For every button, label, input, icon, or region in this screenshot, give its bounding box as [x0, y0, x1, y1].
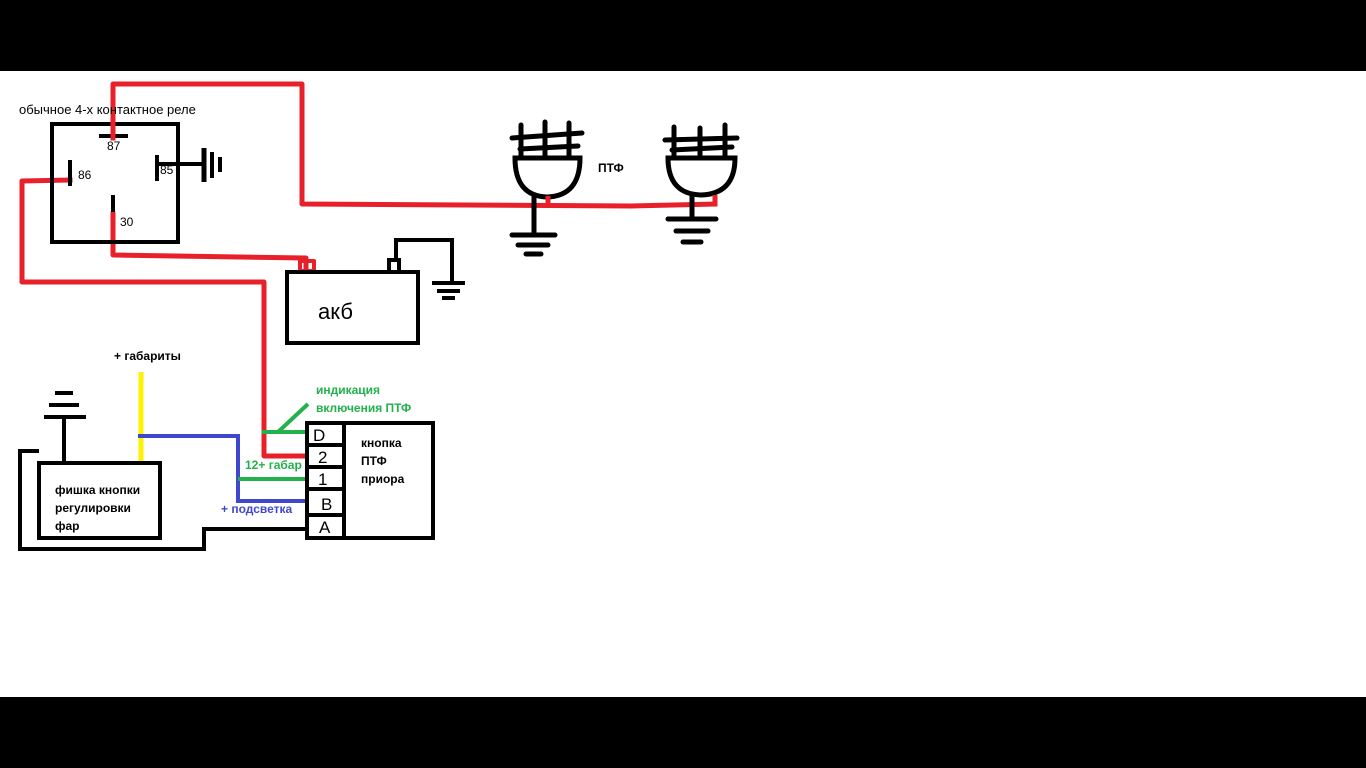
- battery-body: [285, 270, 420, 345]
- fog-button-label-line3: приора: [361, 472, 405, 486]
- backlight-wire: [138, 434, 306, 503]
- power-wires: [19, 81, 718, 459]
- battery: [285, 238, 465, 345]
- fog-button: [305, 421, 435, 540]
- side-12-label: 12+ габар: [245, 458, 302, 472]
- fog-button-label-line2: ПТФ: [361, 454, 387, 468]
- fog-lamp-right-bulb: [665, 155, 738, 198]
- pin-85-label: 85: [160, 163, 174, 177]
- headlight-connector: [18, 391, 306, 551]
- relay-title: обычное 4-х контактное реле: [19, 102, 196, 117]
- backlight-label: + подсветка: [221, 502, 293, 516]
- fog-lights-label: ПТФ: [598, 161, 624, 175]
- pin-2-label: 2: [318, 448, 327, 467]
- pin-30-label: 30: [120, 215, 134, 229]
- connector-label-line2: регулировки: [55, 501, 131, 515]
- battery-label: акб: [318, 299, 353, 324]
- fog-lamp-right-filament-cross-1: [662, 135, 740, 143]
- fog-lamp-left-filament-cross-1: [509, 130, 585, 141]
- canvas: [0, 71, 1366, 697]
- indication-wires: [238, 402, 310, 481]
- fog-lamp-right-filament-cross-2: [669, 144, 735, 153]
- wire-87-to-fog: [110, 81, 718, 209]
- indication-label-line1: индикация: [316, 383, 380, 397]
- fog-lamp-left-filament-cross-2: [517, 143, 581, 152]
- pin-86-label: 86: [78, 168, 92, 182]
- pin-b-label: B: [321, 495, 332, 514]
- connector-to-pin-a-wire: [18, 449, 306, 551]
- fog-lamp-left: [509, 119, 585, 257]
- connector-label-line3: фар: [55, 519, 80, 533]
- side-lights-label: + габариты: [114, 349, 181, 363]
- wire-86-to-button: [19, 177, 309, 459]
- pin-1-label: 1: [318, 470, 327, 489]
- battery-ground-wire: [394, 238, 454, 281]
- fog-lamp-right: [662, 122, 740, 245]
- pin-d-label: D: [313, 426, 325, 445]
- pin-a-label: A: [319, 518, 331, 537]
- fog-button-label-line1: кнопка: [361, 436, 402, 450]
- indication-wire-diagonal: [276, 402, 310, 434]
- relay: [50, 118, 222, 244]
- headlight-connector-body: [37, 461, 162, 540]
- fog-button-body: [305, 421, 435, 540]
- pin-87-label: 87: [107, 139, 121, 153]
- indication-label-line2: включения ПТФ: [316, 401, 411, 415]
- connector-label-line1: фишка кнопки: [55, 483, 140, 497]
